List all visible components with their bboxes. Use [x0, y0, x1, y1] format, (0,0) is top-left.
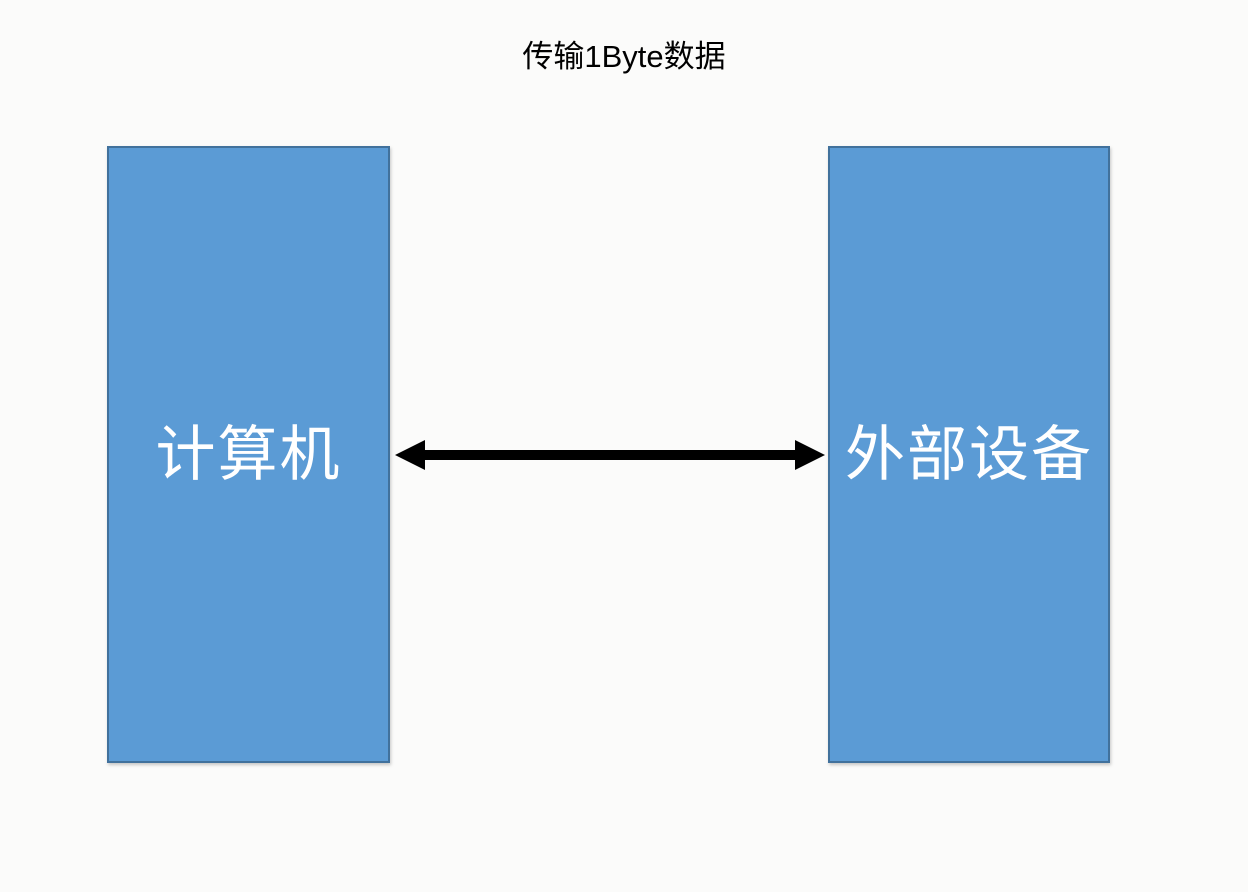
- computer-box-label: 计算机: [155, 420, 342, 488]
- external-device-box: 外部设备: [828, 146, 1110, 763]
- double-headed-arrow-icon: [395, 440, 825, 470]
- double-headed-arrow-shape: [395, 440, 825, 470]
- external-device-box-label: 外部设备: [845, 420, 1093, 488]
- diagram-title: 传输1Byte数据: [522, 39, 726, 74]
- computer-box: 计算机: [107, 146, 390, 763]
